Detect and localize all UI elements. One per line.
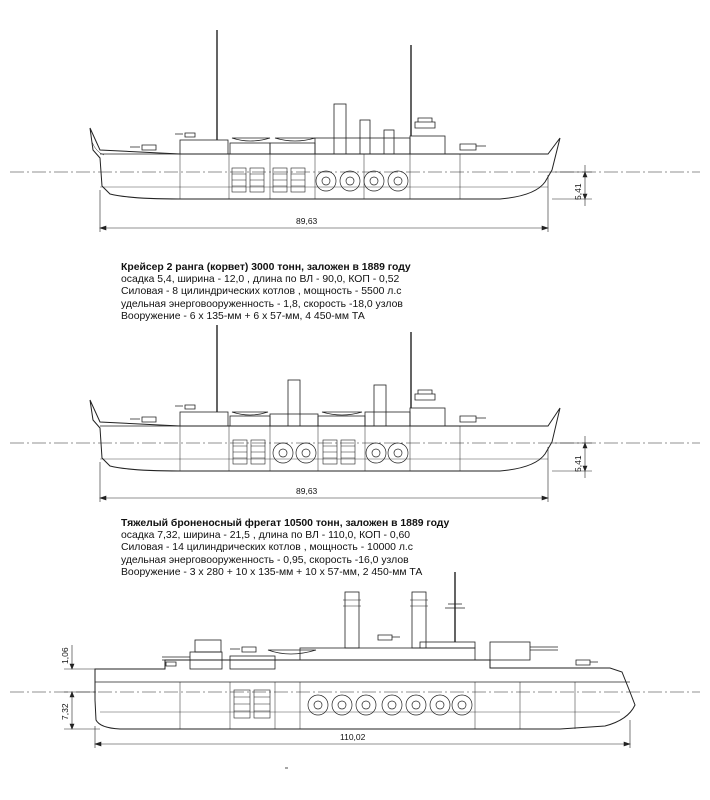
cruiser-a-boilers [315,170,409,192]
cruiser-spec-line: Силовая - 8 цилиндрических котлов , мощн… [121,286,402,298]
cruiser-b-boilers [272,442,409,464]
cruiser-b-draft-label: 5,41 [573,455,583,472]
frigate-length-dimension: 110,02 [94,720,631,748]
cruiser-a-length-dimension: 89,63 [99,175,549,232]
ship-drawing-frigate: 110,02 1,06 7,32 [10,572,700,748]
cruiser-a-guns [130,132,486,151]
frigate-spec-line: Силовая - 14 цилиндрических котлов , мощ… [121,542,413,554]
frigate-freeboard-label: 1,06 [60,647,70,664]
frigate-length-label: 110,02 [340,732,366,742]
frigate-engines [233,689,271,719]
cruiser-spec-block: Крейсер 2 ранга (корвет) 3000 тонн, зало… [121,262,451,323]
cruiser-a-length-label: 89,63 [296,216,318,226]
cruiser-b-length-label: 89,63 [296,486,318,496]
cruiser-b-boat [231,411,269,416]
cruiser-b-draft-dimension: 5,41 [552,436,592,478]
frigate-funnel [344,591,360,649]
frigate-spec-line: удельная энерговооруженность - 0,95, ско… [121,554,409,566]
cruiser-b-length-dimension: 89,63 [99,447,549,502]
cruiser-b-boat [321,411,363,416]
frigate-boilers [307,694,473,716]
cruiser-a-boat [274,137,316,142]
cruiser-a-funnel [383,129,395,155]
cruiser-a-engines [231,167,306,193]
frigate-freeboard-dimension: 1,06 [60,645,100,670]
frigate-main-turrets [162,639,558,670]
cruiser-b-funnel [373,384,387,427]
frigate-draft-label: 7,32 [60,703,70,720]
frigate-secondary-guns [165,634,598,667]
frigate-draft-dimension: 7,32 [60,691,100,730]
frigate-spec-line: осадка 7,32, ширина - 21,5 , длина по ВЛ… [121,530,411,542]
cruiser-a-draft-dimension: 5,41 [552,165,592,206]
frigate-spec-block: Тяжелый броненосный фрегат 10500 тонн, з… [121,518,451,579]
cruiser-b-guns [130,404,486,423]
cruiser-a-funnel [333,103,347,155]
cruiser-a-hull [89,127,561,200]
ship-drawing-cruiser-a: 89,63 5,41 [10,30,700,232]
cruiser-b-hull [89,399,561,472]
cruiser-spec-line: осадка 5,4, ширина - 12,0 , длина по ВЛ … [121,274,400,286]
ship-drawing-cruiser-b: 89,63 5,41 [10,325,700,502]
cruiser-a-draft-label: 5,41 [573,183,583,200]
cruiser-a-boat [231,137,271,142]
cruiser-spec-line: удельная энерговооруженность - 1,8, скор… [121,298,403,310]
cruiser-spec-line: Вооружение - 6 х 135-мм + 6 х 57-мм, 4 4… [121,310,365,322]
cruiser-spec-title: Крейсер 2 ранга (корвет) 3000 тонн, зало… [121,262,411,273]
frigate-spec-line: Вооружение - 3 х 280 + 10 х 135-мм + 10 … [121,566,423,578]
cruiser-b-engines [232,439,356,465]
frigate-funnel [411,591,427,649]
frigate-boat [267,649,317,655]
cruiser-b-funnel [287,379,301,427]
frigate-spec-title: Тяжелый броненосный фрегат 10500 тонн, з… [121,518,450,529]
cruiser-a-funnel [359,119,371,155]
frigate-hull [94,659,636,730]
